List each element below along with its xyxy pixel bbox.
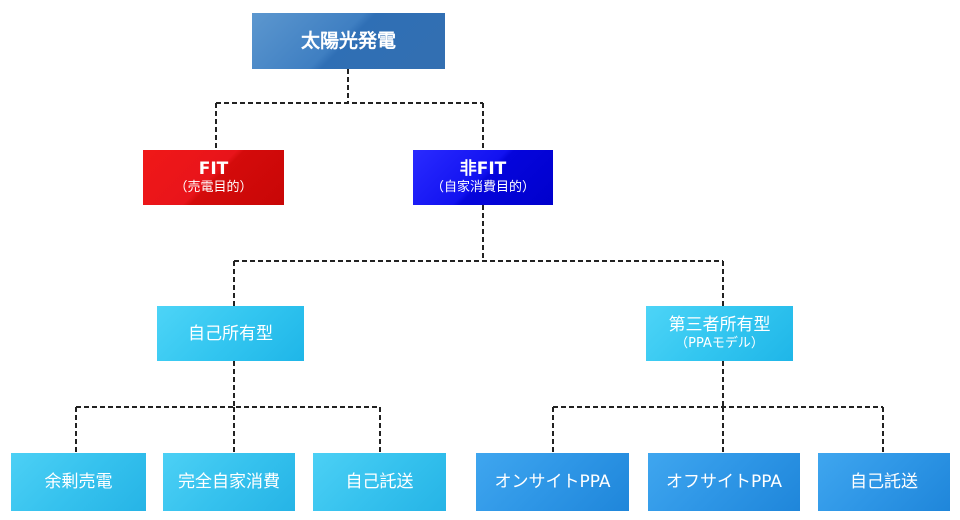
node-offsite-ppa: オフサイトPPA — [648, 453, 800, 511]
node-surplus-sale: 余剰売電 — [11, 453, 146, 511]
node-onsite-ppa-label: オンサイトPPA — [494, 472, 611, 492]
node-self-wheeling-left: 自己託送 — [313, 453, 446, 511]
node-self-wheeling-left-label: 自己託送 — [345, 472, 414, 492]
node-third-party-owned: 第三者所有型 （PPAモデル） — [646, 306, 793, 361]
node-fit-label: FIT — [198, 159, 229, 179]
node-solar-power-label: 太陽光発電 — [300, 30, 396, 52]
node-third-party-owned-sub: （PPAモデル） — [675, 336, 764, 351]
node-non-fit: 非FIT （自家消費目的） — [413, 150, 553, 205]
node-self-wheeling-right-label: 自己託送 — [850, 472, 918, 492]
node-surplus-sale-label: 余剰売電 — [44, 472, 113, 492]
node-fit: FIT （売電目的） — [143, 150, 284, 205]
node-self-owned-label: 自己所有型 — [188, 323, 273, 344]
node-non-fit-label: 非FIT — [459, 159, 507, 179]
node-third-party-owned-label: 第三者所有型 — [668, 315, 771, 335]
node-solar-power: 太陽光発電 — [252, 13, 445, 69]
node-full-self-consumption-label: 完全自家消費 — [178, 472, 280, 492]
node-onsite-ppa: オンサイトPPA — [476, 453, 629, 511]
node-self-owned: 自己所有型 — [157, 306, 304, 361]
node-non-fit-sub: （自家消費目的） — [430, 180, 535, 195]
node-offsite-ppa-label: オフサイトPPA — [665, 472, 783, 492]
node-fit-sub: （売電目的） — [174, 180, 253, 195]
node-full-self-consumption: 完全自家消費 — [163, 453, 295, 511]
node-self-wheeling-right: 自己託送 — [818, 453, 950, 511]
